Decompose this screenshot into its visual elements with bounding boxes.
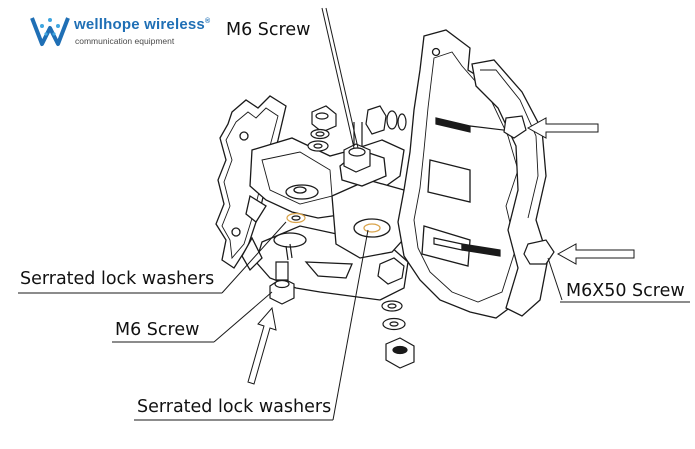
label-serrated-lock-washers-left: Serrated lock washers <box>20 269 215 289</box>
brand-tagline: communication equipment <box>75 36 175 46</box>
label-m6-screw-left: M6 Screw <box>115 320 200 340</box>
label-serrated-lock-washers-bottom: Serrated lock washers <box>137 397 332 417</box>
leader-serrated-left <box>221 221 287 294</box>
arrow-upper-right <box>526 117 599 139</box>
top-hardware-stack <box>307 105 371 173</box>
leader-m6-top <box>321 7 355 149</box>
leader-serrated-bottom <box>332 229 369 421</box>
registered-mark: ® <box>204 18 211 25</box>
m6x50-screw-upper <box>365 105 527 139</box>
right-clamp-plate <box>397 29 535 319</box>
leader-m6-top-b <box>325 7 359 149</box>
leader-lines <box>18 7 690 421</box>
bottom-hardware-stack <box>377 257 415 369</box>
label-m6-screw-top: M6 Screw <box>226 20 311 40</box>
label-m6x50-screw: M6X50 Screw <box>566 281 685 301</box>
arrow-lower-right <box>556 243 635 265</box>
left-hardware-stack <box>269 212 306 305</box>
leader-m6-left <box>213 291 273 343</box>
brand-logo: wellhope wireless® communication equipme… <box>30 14 210 54</box>
arrow-lower-left <box>247 306 277 385</box>
brand-name: wellhope wireless® <box>74 16 211 33</box>
leader-m6x50 <box>547 257 563 301</box>
logo-mark-icon <box>30 17 70 46</box>
m6x50-screw-lower <box>433 237 555 265</box>
